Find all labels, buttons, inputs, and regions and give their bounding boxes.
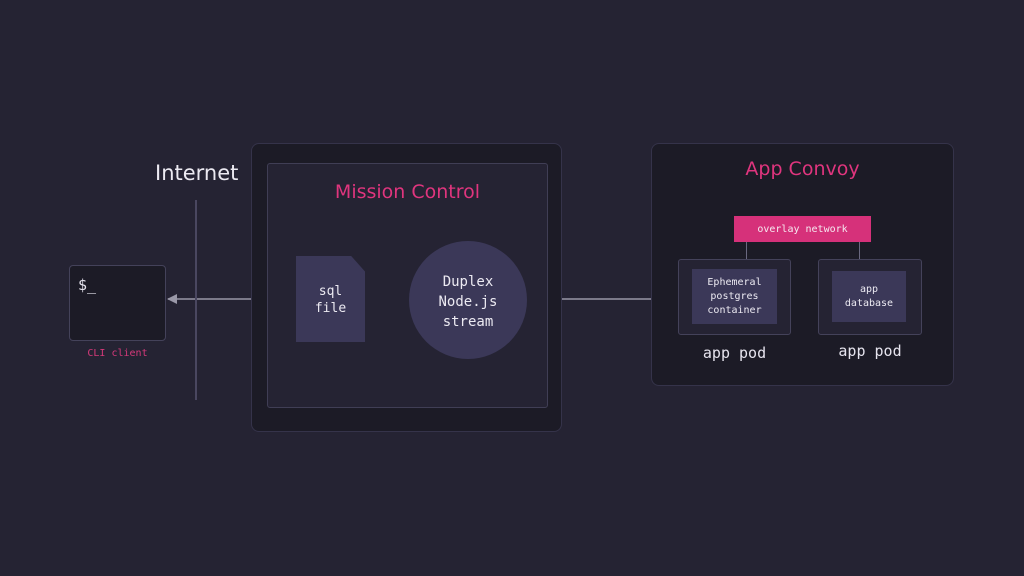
overlay-connector <box>746 242 747 259</box>
cli-client-label: CLI client <box>87 348 148 359</box>
sql-file-line: file <box>314 301 347 316</box>
app-pod-label: app pod <box>702 344 767 362</box>
app-database: app database <box>832 271 906 322</box>
internet-boundary-line <box>195 200 197 400</box>
cli-terminal-box: $_ <box>69 265 166 341</box>
duplex-line: Duplex <box>442 274 494 290</box>
internet-label: Internet <box>155 161 239 185</box>
sql-file-icon <box>296 256 365 342</box>
sql-file-label: sql file <box>296 283 365 317</box>
pod-inner-line: postgres <box>710 290 759 302</box>
app-convoy-title: App Convoy <box>745 158 860 180</box>
sql-file-line: sql <box>318 284 343 299</box>
pod-inner-line: app <box>859 283 879 295</box>
app-pod-label: app pod <box>838 342 902 360</box>
duplex-stream-node <box>409 241 527 359</box>
mission-control-title: Mission Control <box>334 181 481 203</box>
pod-inner-line: database <box>844 297 894 309</box>
duplex-stream-label: Duplex Node.js stream <box>409 272 527 332</box>
postgres-container: Ephemeral postgres container <box>692 269 777 324</box>
terminal-prompt: $_ <box>78 276 97 294</box>
duplex-line: Node.js <box>438 294 498 310</box>
overlay-connector <box>859 242 860 259</box>
pod-inner-line: container <box>707 304 762 316</box>
pod-inner-line: Ephemeral <box>707 276 762 288</box>
overlay-network-badge: overlay network <box>734 216 871 242</box>
duplex-line: stream <box>442 314 494 330</box>
